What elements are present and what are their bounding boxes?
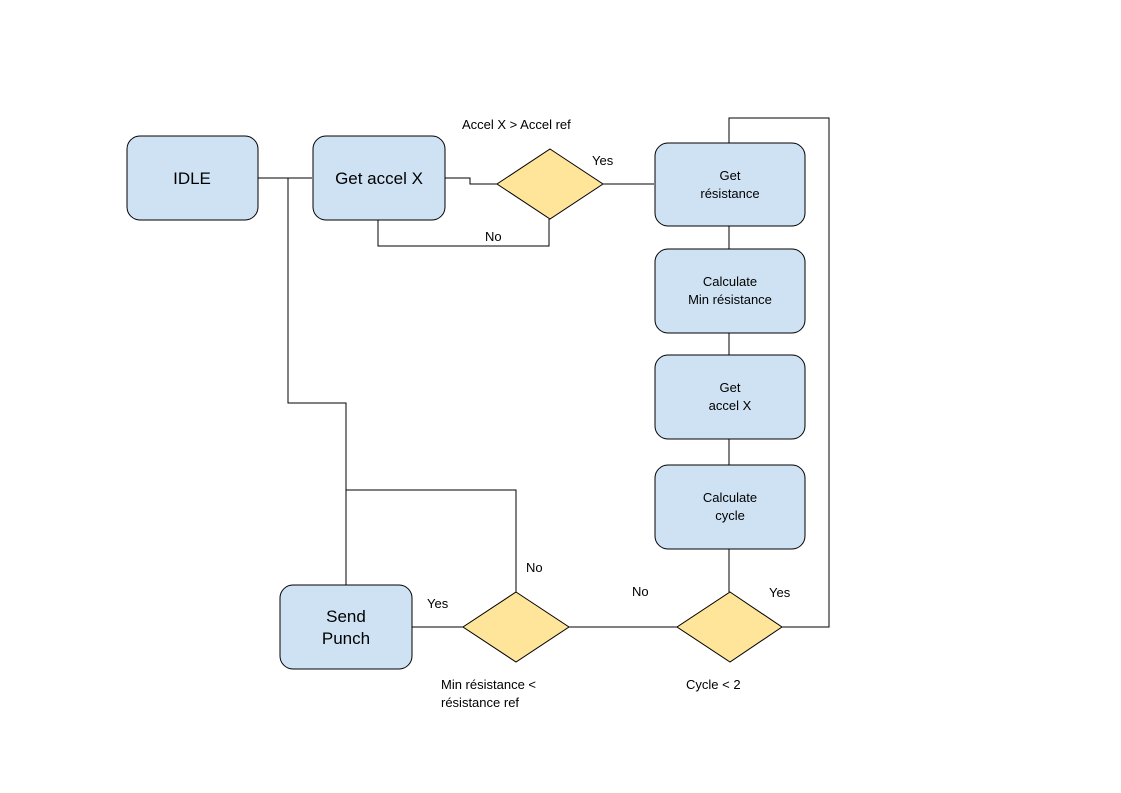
edge-label-cycle-no: No xyxy=(632,584,649,599)
node-send-punch: Send Punch xyxy=(279,584,413,670)
connector-send-punch-to-idle xyxy=(287,178,347,585)
node-get-resistance-line1: Get xyxy=(720,168,741,183)
connector-accel-no xyxy=(377,219,550,247)
node-get-accel-x-2: Get accel X xyxy=(654,354,806,440)
node-idle-label: IDLE xyxy=(173,169,211,188)
node-get-accel-x-2-line2: accel X xyxy=(709,398,752,413)
node-get-resistance: Get résistance xyxy=(654,142,806,227)
cycle-check-condition: Cycle < 2 xyxy=(686,677,741,692)
edge-label-accel-yes: Yes xyxy=(592,153,614,168)
node-send-punch-line1: Send xyxy=(326,607,366,626)
accel-check-condition: Accel X > Accel ref xyxy=(462,117,571,132)
node-get-accel-x-1: Get accel X xyxy=(312,135,446,221)
connector-get-accel-to-accel-check xyxy=(445,177,497,185)
node-calc-cycle: Calculate cycle xyxy=(654,464,806,550)
node-get-accel-x-1-label: Get accel X xyxy=(335,169,423,188)
node-calc-cycle-line1: Calculate xyxy=(703,490,757,505)
edge-label-resistance-no: No xyxy=(526,560,543,575)
node-calc-min-resistance-line2: Min résistance xyxy=(688,292,772,307)
edge-label-cycle-yes: Yes xyxy=(769,585,791,600)
node-calc-cycle-line2: cycle xyxy=(715,508,745,523)
decision-accel-check xyxy=(496,148,604,220)
decision-cycle-check xyxy=(676,591,783,663)
resistance-check-condition-line2: résistance ref xyxy=(441,695,519,710)
node-send-punch-line2: Punch xyxy=(322,629,370,648)
edge-label-resistance-yes: Yes xyxy=(427,596,449,611)
node-get-resistance-line2: résistance xyxy=(700,186,759,201)
resistance-check-condition-line1: Min résistance < xyxy=(441,677,536,692)
connector-cycle-yes xyxy=(728,117,830,628)
node-calc-min-resistance-line1: Calculate xyxy=(703,274,757,289)
node-get-accel-x-2-line1: Get xyxy=(720,380,741,395)
decision-resistance-check xyxy=(462,591,570,663)
node-idle: IDLE xyxy=(126,135,259,221)
edge-label-accel-no: No xyxy=(485,229,502,244)
connectors xyxy=(258,117,830,628)
node-calc-min-resistance: Calculate Min résistance xyxy=(654,248,806,334)
connector-resistance-no xyxy=(346,489,517,592)
